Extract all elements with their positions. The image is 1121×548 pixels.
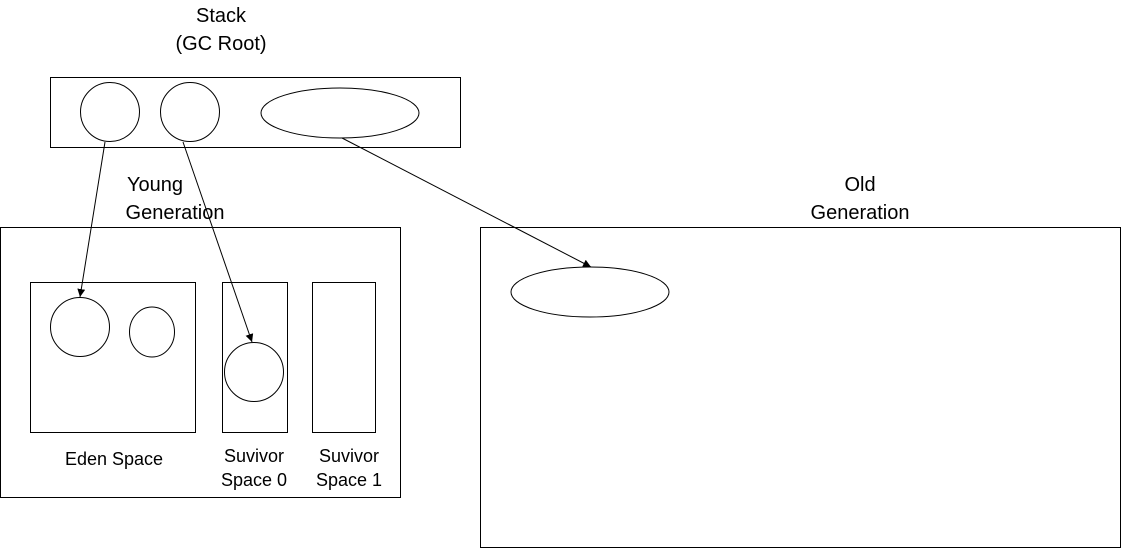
stack-title-line2: (GC Root) bbox=[175, 33, 266, 55]
survivor-space-0-label-line2: Space 0 bbox=[221, 470, 287, 490]
stack-box bbox=[50, 77, 461, 148]
survivor-0-object bbox=[224, 342, 284, 402]
eden-object-2 bbox=[129, 306, 175, 358]
young-generation-title-line2: Generation bbox=[126, 202, 225, 224]
young-generation-box bbox=[0, 227, 401, 498]
reference-arrow-stack3-to-old bbox=[341, 137, 592, 268]
reference-arrow-stack1-to-eden bbox=[77, 141, 106, 298]
survivor-space-0-box bbox=[222, 282, 288, 433]
stack-title-line1: Stack bbox=[196, 5, 247, 27]
survivor-space-1-box bbox=[312, 282, 376, 433]
old-generation-object bbox=[510, 266, 670, 318]
eden-space-label: Eden Space bbox=[65, 449, 163, 469]
young-generation-title-line1: Young bbox=[127, 174, 183, 196]
survivor-space-1-label-line2: Space 1 bbox=[316, 470, 382, 490]
stack-object-1 bbox=[80, 82, 140, 142]
old-generation-title-line1: Old bbox=[844, 174, 875, 196]
stack-object-2 bbox=[160, 82, 220, 142]
old-generation-title-line2: Generation bbox=[811, 202, 910, 224]
eden-object-1 bbox=[50, 297, 110, 357]
survivor-space-0-label-line1: Suvivor bbox=[224, 446, 284, 466]
survivor-space-1-label-line1: Suvivor bbox=[319, 446, 379, 466]
eden-space-box bbox=[30, 282, 196, 433]
reference-arrow-stack2-to-survivor0 bbox=[182, 141, 254, 343]
old-generation-box bbox=[480, 227, 1121, 548]
stack-object-3 bbox=[260, 87, 420, 139]
